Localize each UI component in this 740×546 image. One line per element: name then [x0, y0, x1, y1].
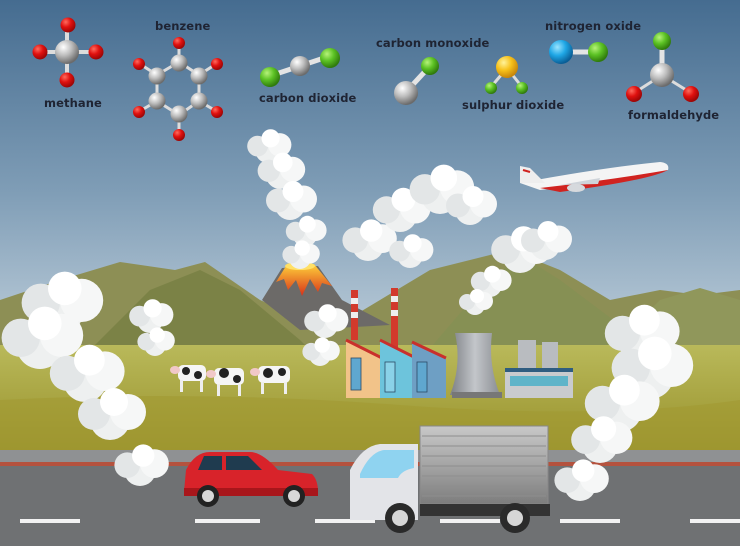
formaldehyde-label: formaldehyde — [628, 108, 720, 122]
benzene-molecule — [133, 37, 223, 141]
benzene-label: benzene — [155, 19, 211, 33]
nitrogen-oxide-molecule — [549, 40, 608, 64]
carbon-dioxide-molecule — [260, 48, 340, 87]
carbon-monoxide-molecule — [394, 57, 439, 105]
carbon-monoxide-label: carbon monoxide — [376, 36, 490, 50]
methane-label: methane — [44, 96, 102, 110]
factory — [345, 288, 447, 398]
cows — [170, 365, 290, 396]
power-plant — [505, 340, 573, 398]
methane-molecule — [32, 17, 104, 88]
red-car — [184, 452, 318, 507]
airplane — [520, 162, 669, 192]
sulphur-dioxide-molecule — [485, 56, 528, 94]
cooling-tower — [450, 333, 502, 398]
carbon-dioxide-label: carbon dioxide — [259, 91, 357, 105]
formaldehyde-molecule — [626, 32, 699, 102]
sulphur-dioxide-label: sulphur dioxide — [462, 98, 565, 112]
nitrogen-oxide-label: nitrogen oxide — [545, 19, 642, 33]
delivery-truck — [350, 425, 550, 533]
